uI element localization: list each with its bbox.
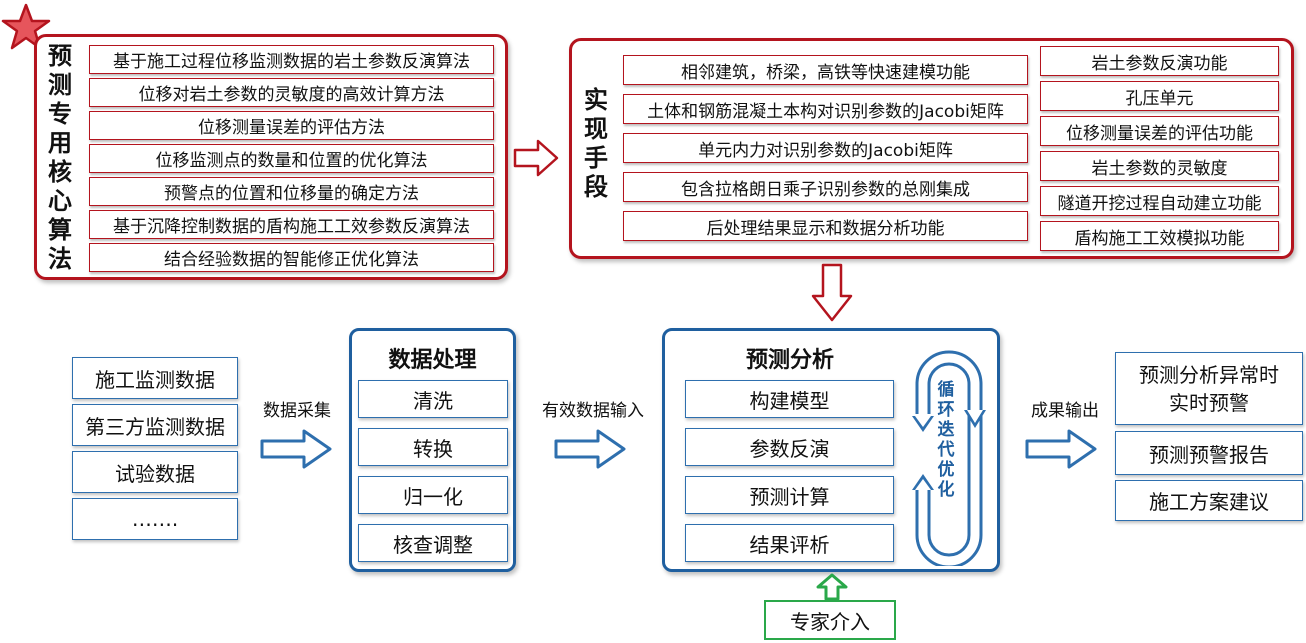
data-source-item: 第三方监测数据	[72, 404, 238, 446]
implementation-function-item: 位移测量误差的评估功能	[1040, 116, 1279, 146]
analysis-step: 参数反演	[685, 428, 894, 466]
implementation-title: 实现手段	[584, 86, 608, 201]
result-item: 施工方案建议	[1115, 480, 1303, 521]
processing-step: 核查调整	[358, 524, 508, 562]
algorithm-item: 结合经验数据的智能修正优化算法	[89, 243, 494, 272]
prediction-analysis-title: 预测分析	[745, 348, 834, 373]
implementation-item: 单元内力对识别参数的Jacobi矩阵	[623, 133, 1028, 163]
result-item: 预测分析异常时 实时预警	[1115, 352, 1303, 425]
valid-data-input-label: 有效数据输入	[542, 401, 644, 421]
data-processing-title: 数据处理	[388, 348, 477, 373]
algorithm-item: 位移监测点的数量和位置的优化算法	[89, 144, 494, 173]
analysis-step: 结果评析	[685, 524, 894, 562]
algorithm-item: 预警点的位置和位移量的确定方法	[89, 177, 494, 206]
implementation-function-item: 盾构施工工效模拟功能	[1040, 221, 1279, 251]
processing-step: 归一化	[358, 476, 508, 514]
data-source-item: 施工监测数据	[72, 357, 238, 399]
right-arrow-icon	[554, 429, 626, 469]
processing-step: 转换	[358, 428, 508, 466]
implementation-function-item: 孔压单元	[1040, 81, 1279, 111]
algorithm-item: 基于施工过程位移监测数据的岩土参数反演算法	[89, 45, 494, 74]
implementation-item: 包含拉格朗日乘子识别参数的总刚集成	[623, 172, 1028, 202]
right-arrow-icon	[513, 139, 559, 177]
algorithm-item: 位移测量误差的评估方法	[89, 111, 494, 140]
down-arrow-icon	[811, 263, 853, 322]
implementation-function-item: 岩土参数反演功能	[1040, 46, 1279, 76]
right-arrow-icon	[1025, 429, 1097, 469]
analysis-step: 预测计算	[685, 476, 894, 514]
implementation-item: 土体和钢筋混凝土本构对识别参数的Jacobi矩阵	[623, 94, 1028, 124]
loop-optimization-label: 循环迭代优化	[937, 380, 955, 500]
algorithm-item: 位移对岩土参数的灵敏度的高效计算方法	[89, 78, 494, 107]
data-source-item: 试验数据	[72, 451, 238, 493]
implementation-function-item: 岩土参数的灵敏度	[1040, 151, 1279, 181]
results-output-label: 成果输出	[1031, 401, 1099, 421]
data-collection-label: 数据采集	[263, 401, 331, 421]
algorithm-item: 基于沉降控制数据的盾构施工工效参数反演算法	[89, 210, 494, 239]
core-algorithms-title: 预测专用核心算法	[48, 42, 72, 273]
implementation-function-item: 隧道开挖过程自动建立功能	[1040, 186, 1279, 216]
implementation-item: 相邻建筑，桥梁，高铁等快速建模功能	[623, 55, 1028, 85]
right-arrow-icon	[260, 429, 332, 469]
iteration-loop-icon	[912, 350, 986, 566]
processing-step: 清洗	[358, 380, 508, 418]
result-item: 预测预警报告	[1115, 431, 1303, 475]
star-icon	[1, 3, 51, 50]
up-arrow-icon	[816, 573, 848, 601]
data-source-item: …….	[72, 498, 238, 540]
expert-intervention-box: 专家介入	[764, 600, 896, 640]
implementation-item: 后处理结果显示和数据分析功能	[623, 211, 1028, 241]
analysis-step: 构建模型	[685, 380, 894, 418]
